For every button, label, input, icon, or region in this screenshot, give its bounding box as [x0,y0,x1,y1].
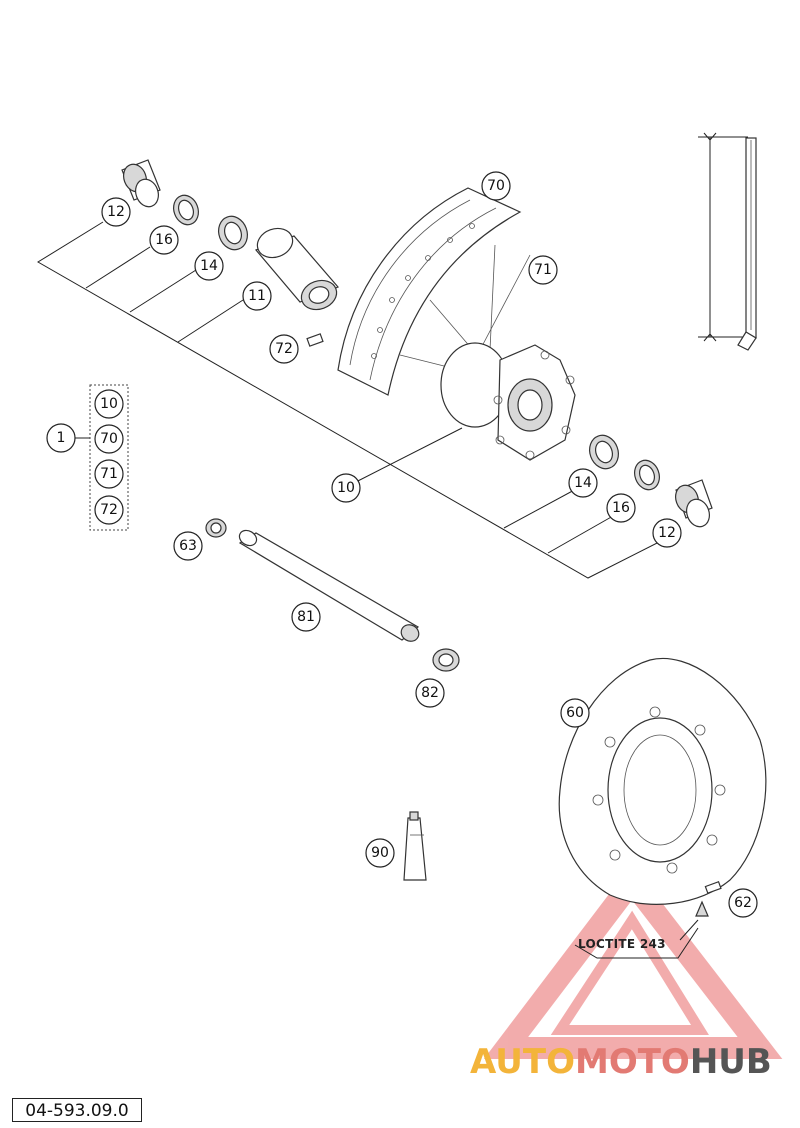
spacer-part-63 [205,518,227,538]
svg-text:81: 81 [297,609,315,625]
logo-part-moto: MOTO [574,1042,690,1082]
callout-12-bottom: 12 [652,518,682,548]
disc-screw-part-62 [695,881,722,917]
svg-text:10: 10 [337,480,355,496]
callout-12-top: 12 [101,197,131,227]
callout-16-bottom: 16 [606,493,636,523]
callout-1: 1 [46,423,76,453]
svg-text:70: 70 [100,431,118,447]
svg-text:11: 11 [248,288,266,304]
svg-text:16: 16 [155,232,173,248]
spoke-part [737,137,757,351]
disc-rivets [592,706,726,874]
kit-callout-72: 72 [94,495,124,525]
svg-text:62: 62 [734,895,752,911]
document-number: 04-593.09.0 [12,1098,142,1122]
automotohub-watermark-logo: AUTOMOTOHUB [470,1042,790,1082]
svg-text:14: 14 [574,475,592,491]
svg-text:63: 63 [179,538,197,554]
svg-text:12: 12 [107,204,125,220]
callout-72: 72 [269,334,299,364]
kit-bracket [89,384,129,531]
logo-part-auto: AUTO [470,1042,575,1082]
callout-11: 11 [242,281,272,311]
svg-text:12: 12 [658,525,676,541]
distance-bushing-12-top [121,159,161,208]
seal-ring-16-bottom [634,459,660,491]
distance-bushing-12-bottom [675,479,713,528]
callout-16-top: 16 [149,225,179,255]
svg-text:14: 14 [200,258,218,274]
seal-ring-16-top [173,194,199,226]
lower-bearing-set [589,434,713,528]
nipple-part-72 [306,333,324,347]
svg-text:16: 16 [612,500,630,516]
callout-60: 60 [560,698,590,728]
callout-90: 90 [365,838,395,868]
spacer-tube-11 [254,227,340,311]
callout-82: 82 [415,678,445,708]
axle-nut-part-82 [432,648,460,672]
callout-70: 70 [481,171,511,201]
callout-63: 63 [173,531,203,561]
callout-81: 81 [291,602,321,632]
svg-text:71: 71 [534,262,552,278]
svg-text:82: 82 [421,685,439,701]
loctite-bottle-part-90 [403,811,427,881]
ball-bearing-14-bottom [589,434,619,470]
svg-text:1: 1 [57,430,66,446]
callout-71: 71 [528,255,558,285]
kit-callout-10: 10 [94,389,124,419]
hub-disc-mount-points [493,350,575,460]
callout-14-bottom: 14 [568,468,598,498]
svg-text:72: 72 [275,341,293,357]
callout-14-top: 14 [194,251,224,281]
rim-spoke-holes [371,223,475,359]
callout-62: 62 [728,888,758,918]
ball-bearing-14-top [218,215,248,251]
kit-callout-71: 71 [94,459,124,489]
upper-bearing-set [121,159,340,311]
logo-part-hub: HUB [689,1042,772,1082]
svg-text:70: 70 [487,178,505,194]
svg-text:10: 10 [100,396,118,412]
rim-part-70 [337,187,522,396]
callout-10: 10 [331,473,361,503]
hub-part-10 [440,342,576,461]
watermark-triangle [483,863,783,1059]
loctite-label: LOCTITE 243 [578,937,666,951]
svg-text:71: 71 [100,466,118,482]
svg-text:60: 60 [566,705,584,721]
leader-lines [37,132,748,959]
brake-disc-part-60 [558,657,767,905]
axle-part-81 [238,529,420,642]
svg-text:90: 90 [371,845,389,861]
svg-text:72: 72 [100,502,118,518]
kit-callout-70: 70 [94,424,124,454]
